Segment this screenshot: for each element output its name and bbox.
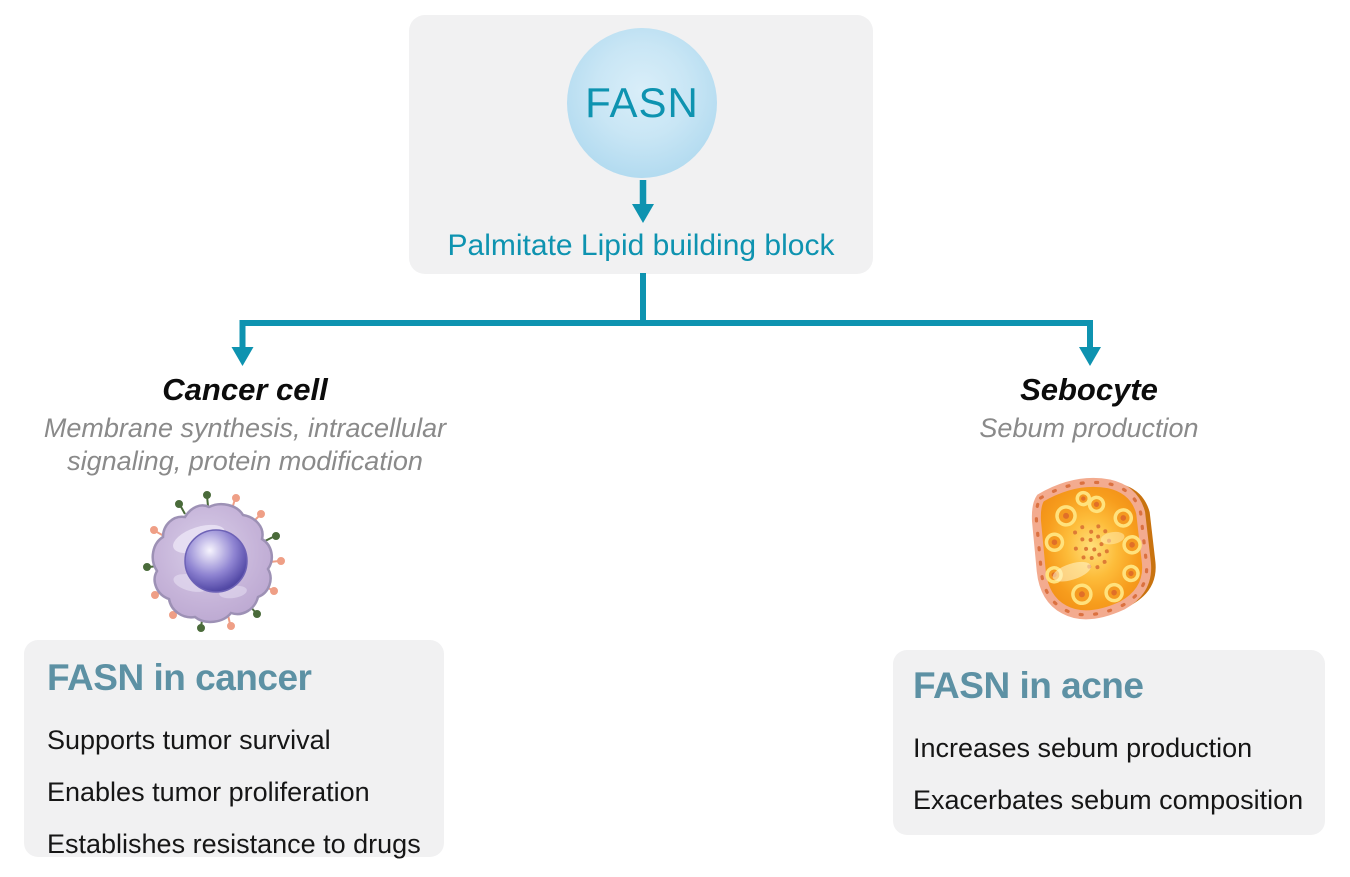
fasn-in-cancer-items: Supports tumor survival Enables tumor pr…	[47, 725, 444, 859]
sebocyte-branch-title: Sebocyte	[1020, 372, 1158, 407]
right-arrowhead-icon	[1079, 347, 1101, 366]
acne-item: Increases sebum production	[913, 733, 1253, 763]
acne-item: Exacerbates sebum composition	[913, 785, 1304, 815]
cancer-item: Establishes resistance to drugs	[47, 829, 421, 859]
sebocyte-illustration	[1031, 477, 1156, 620]
fasn-in-cancer-heading: FASN in cancer	[47, 657, 312, 698]
cancer-subtitle-line2: signaling, protein modification	[67, 446, 423, 476]
sebocyte-branch-label: Sebocyte Sebum production	[869, 372, 1309, 445]
down-arrow-icon	[632, 180, 654, 223]
cancer-branch-label: Cancer cell Membrane synthesis, intracel…	[25, 372, 465, 478]
fasn-in-acne-items: Increases sebum production Exacerbates s…	[913, 733, 1325, 815]
fasn-node: FASN	[567, 28, 717, 178]
fasn-node-label: FASN	[585, 79, 699, 126]
sebocyte-branch-subtitle: Sebum production	[979, 413, 1199, 443]
palmitate-label: Palmitate Lipid building block	[447, 229, 835, 262]
cancer-item: Enables tumor proliferation	[47, 777, 370, 807]
branch-connector-lines	[231, 273, 1101, 366]
cancer-subtitle-line1: Membrane synthesis, intracellular	[43, 413, 447, 443]
fasn-in-acne-panel: FASN in acne Increases sebum production …	[893, 650, 1325, 835]
cancer-item: Supports tumor survival	[47, 725, 331, 755]
fasn-source-panel: FASN Palmitate Lipid building block	[409, 15, 873, 274]
cancer-branch-subtitle: Membrane synthesis, intracellular signal…	[25, 412, 465, 478]
cancer-branch-title: Cancer cell	[162, 372, 328, 407]
cancer-cell-illustration	[143, 491, 285, 632]
left-arrowhead-icon	[231, 347, 254, 366]
fasn-in-acne-heading: FASN in acne	[913, 665, 1144, 706]
fasn-in-cancer-panel: FASN in cancer Supports tumor survival E…	[24, 640, 444, 859]
